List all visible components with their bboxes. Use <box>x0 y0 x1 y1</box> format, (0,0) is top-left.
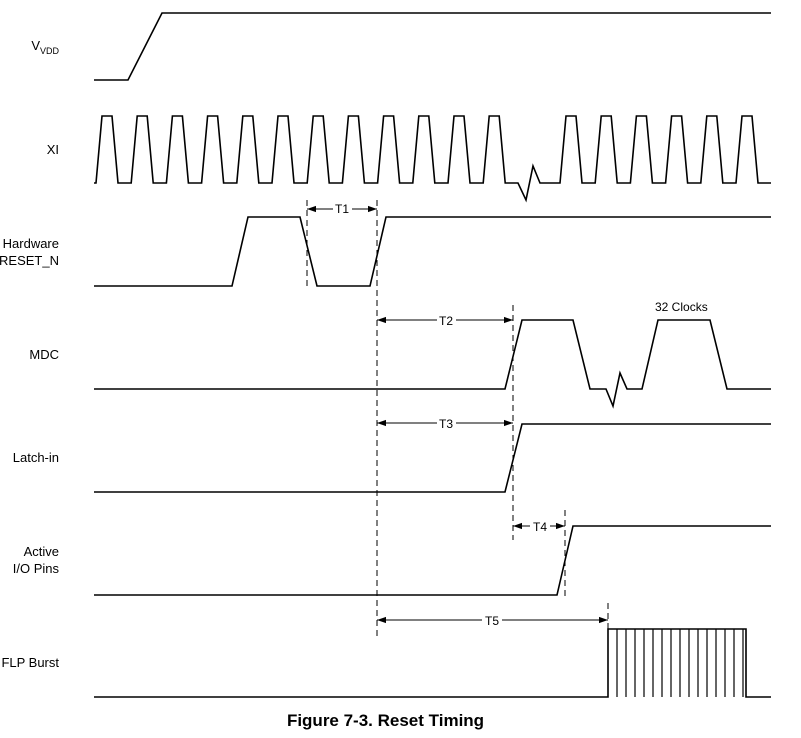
latch-waveform <box>94 423 771 493</box>
t4-dimension: T4 <box>513 520 565 534</box>
t4-label: T4 <box>533 520 547 534</box>
flp-burst-waveform <box>94 628 771 698</box>
mdc-32-clocks-annotation: 32 Clocks <box>655 300 708 314</box>
active-label-line2: I/O Pins <box>13 561 60 576</box>
t2-dimension: T2 <box>377 314 513 328</box>
flp-label: FLP Burst <box>1 655 59 670</box>
t5-label: T5 <box>485 614 499 628</box>
vvdd-waveform <box>94 12 771 81</box>
t1-dimension: T1 <box>307 202 377 216</box>
vvdd-label: VVDD <box>31 38 59 56</box>
t3-dimension: T3 <box>377 417 513 431</box>
reset-label-line1: Hardware <box>3 236 59 251</box>
reset-label-line2: RESET_N <box>0 253 59 268</box>
mdc-waveform <box>94 319 771 409</box>
xi-waveform <box>94 115 771 203</box>
xi-label: XI <box>47 142 59 157</box>
active-label-line1: Active <box>24 544 59 559</box>
latch-label: Latch-in <box>13 450 59 465</box>
t2-label: T2 <box>439 314 453 328</box>
t1-label: T1 <box>335 202 349 216</box>
reset-waveform <box>94 216 771 287</box>
t5-dimension: T5 <box>377 614 608 628</box>
mdc-label: MDC <box>29 347 59 362</box>
figure-caption: Figure 7-3. Reset Timing <box>286 711 485 730</box>
t3-label: T3 <box>439 417 453 431</box>
active-io-waveform <box>94 525 771 596</box>
